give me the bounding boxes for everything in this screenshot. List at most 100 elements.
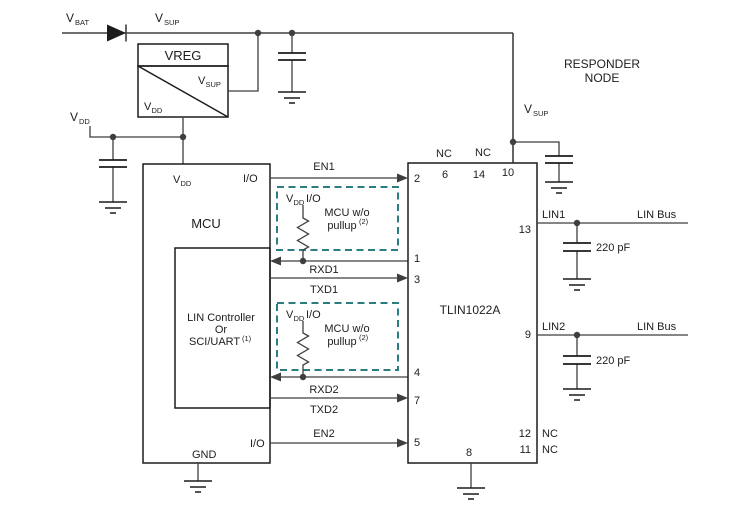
arrow-right-icon — [397, 438, 408, 448]
transceiver-block: TLIN1022A NC NC 6 14 10 2 1 3 4 7 5 13 9… — [407, 147, 558, 500]
lin-controller-line3: SCI/UART — [189, 336, 240, 348]
ground-icon — [563, 278, 591, 291]
nc-label-right2: NC — [542, 444, 558, 456]
vdd-left-label: V — [70, 110, 78, 124]
pullup-note-2: V DD I/O MCU w/o pullup (2) — [276, 302, 399, 381]
capacitor-icon — [563, 242, 591, 252]
pin8-number: 8 — [466, 447, 472, 459]
pullup1-line1: MCU w/o — [324, 207, 369, 219]
lin-controller-line2: Or — [215, 324, 228, 336]
responder-line2: NODE — [585, 71, 620, 85]
pullup2-line2: pullup — [327, 336, 356, 348]
ground-icon — [563, 388, 591, 401]
pullup2-vdd-label: V — [286, 309, 294, 321]
ground-icon — [545, 181, 573, 194]
lin1-pin-label: LIN1 — [542, 209, 565, 221]
pullup-resistor-icon — [296, 321, 310, 377]
pullup2-io-label: I/O — [306, 309, 321, 321]
vsup-node-label: V — [524, 102, 532, 116]
nc-label-top1: NC — [436, 148, 452, 160]
pullup1-vdd-sub: DD — [294, 198, 305, 207]
pullup-note-box — [276, 302, 399, 371]
vdd-branch: V DD — [70, 110, 187, 214]
pullup2-vdd-sub: DD — [294, 314, 305, 323]
mcu-vdd-pin-label: V — [173, 174, 181, 186]
pin13-number: 13 — [519, 224, 531, 236]
pullup-note-1: V DD I/O MCU w/o pullup (2) — [276, 186, 399, 265]
mcu-vdd-pin-sub: DD — [181, 179, 192, 188]
responder-line1: RESPONDER — [564, 57, 640, 71]
arrow-right-icon — [397, 273, 408, 283]
pin6-number: 6 — [442, 169, 448, 181]
cap2-value-label: 220 pF — [596, 355, 631, 367]
mcu-gnd-pin-label: GND — [192, 449, 217, 461]
en1-label: EN1 — [313, 161, 334, 173]
capacitor-icon — [563, 355, 591, 365]
ground-icon — [184, 480, 212, 493]
arrow-right-icon — [397, 393, 408, 403]
en2-label: EN2 — [313, 428, 334, 440]
mcu-title: MCU — [191, 216, 221, 231]
diode-icon — [107, 24, 126, 42]
nc-label-top2: NC — [475, 147, 491, 159]
lin-controller-line1: LIN Controller — [187, 312, 255, 324]
vbat-label: V — [66, 11, 74, 25]
pullup1-vdd-label: V — [286, 193, 294, 205]
junction-dot — [299, 373, 307, 381]
arrow-left-icon — [270, 256, 281, 266]
pin14-number: 14 — [473, 169, 485, 181]
ground-icon — [99, 201, 127, 214]
pin7-number: 7 — [414, 395, 420, 407]
pin11-number: 11 — [520, 444, 531, 456]
vsup-node: V SUP — [509, 102, 573, 194]
arrow-left-icon — [270, 372, 281, 382]
pin9-number: 9 — [525, 329, 531, 341]
pullup1-line2-sup: (2) — [359, 217, 369, 226]
vreg-diagonal — [137, 65, 229, 118]
vsup-rail-label-sub: SUP — [164, 18, 179, 27]
vdd-left-label-sub: DD — [79, 117, 90, 126]
mcu-io-top-pin-label: I/O — [243, 173, 258, 185]
vdd-wire — [89, 126, 183, 138]
mcu-io-bottom-pin-label: I/O — [250, 438, 265, 450]
pin2-number: 2 — [414, 173, 420, 185]
junction-dot — [299, 257, 307, 265]
ground-icon — [457, 487, 485, 500]
vsup-cap-wire — [513, 141, 560, 182]
rxd2-label: RXD2 — [309, 384, 338, 396]
vreg-vsup-wire — [228, 33, 259, 92]
arrow-right-icon — [397, 173, 408, 183]
vsup-node-label-sub: SUP — [533, 109, 548, 118]
capacitor-icon — [99, 159, 127, 168]
nc-label-right1: NC — [542, 428, 558, 440]
lin-bus1-label: LIN Bus — [637, 209, 677, 221]
vbat-label-sub: BAT — [75, 18, 89, 27]
pin12-number: 12 — [519, 428, 531, 440]
cap1-value-label: 220 pF — [596, 242, 631, 254]
pin4-number: 4 — [414, 367, 420, 379]
junction-dot — [179, 133, 187, 141]
lin-controller-box — [174, 247, 271, 409]
pin1-number: 1 — [414, 253, 420, 265]
lin1-net: LIN1 LIN Bus 220 pF — [537, 209, 688, 291]
power-rail: V BAT V SUP — [62, 11, 514, 163]
pin5-number: 5 — [414, 437, 420, 449]
vreg-block: VREG V SUP V DD — [137, 33, 259, 164]
tlin1022a-box — [407, 162, 538, 464]
signal-lines: EN1 RXD1 TXD1 RXD2 TXD2 EN2 — [270, 161, 408, 448]
mcu-block: V DD I/O MCU LIN Controller Or SCI/UART … — [142, 163, 271, 493]
pullup-resistor-icon — [296, 205, 310, 261]
lin2-net: LIN2 LIN Bus 220 pF — [537, 321, 688, 401]
pullup2-line2-sup: (2) — [359, 333, 369, 342]
txd2-label: TXD2 — [310, 404, 338, 416]
vreg-vsup-out-label: V — [198, 75, 206, 87]
pin10-number: 10 — [502, 167, 514, 179]
lin-controller-line3-sup: (1) — [242, 334, 252, 343]
vreg-vsup-out-sub: SUP — [206, 80, 221, 89]
responder-node-label: RESPONDER NODE — [564, 57, 640, 85]
vreg-title: VREG — [165, 48, 202, 63]
rail-bypass-capacitor — [278, 33, 306, 104]
lin2-pin-label: LIN2 — [542, 321, 565, 333]
